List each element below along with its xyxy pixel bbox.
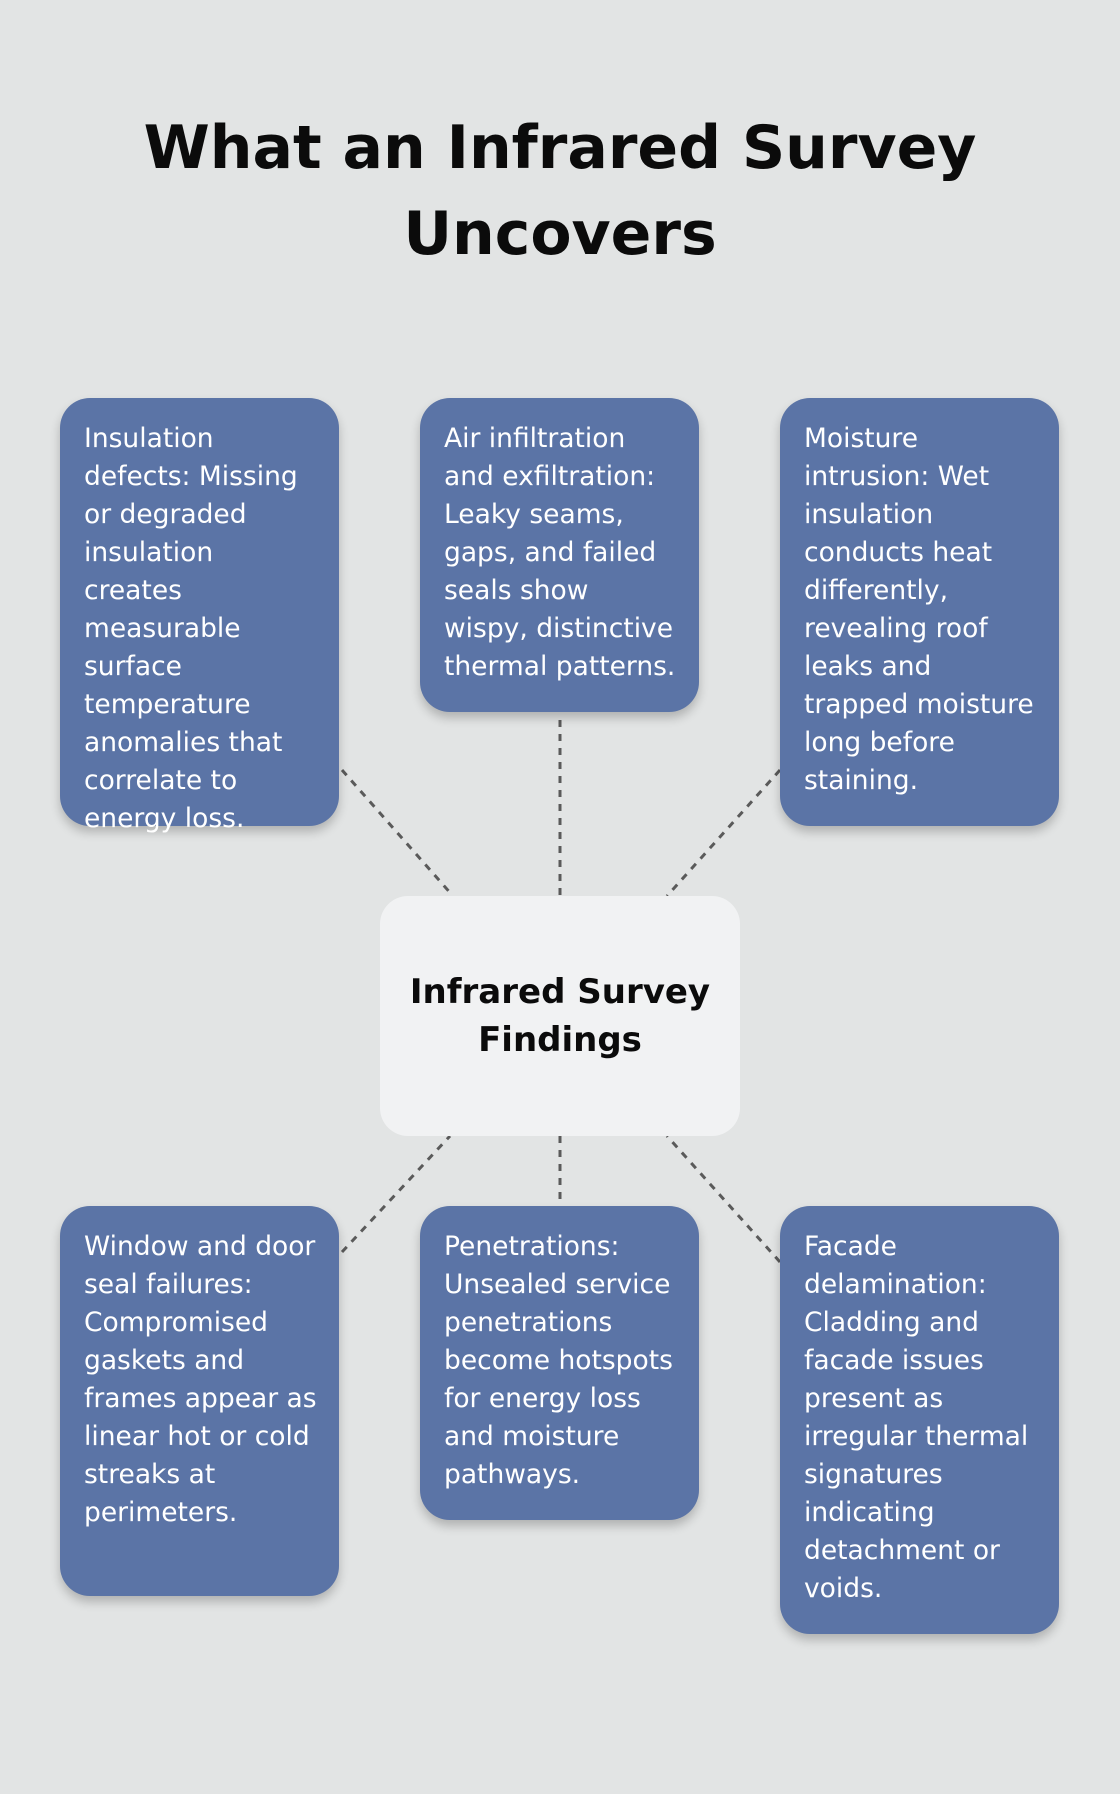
center-node: Infrared Survey Findings	[380, 896, 740, 1136]
finding-card-penetrations: Penetrations: Unsealed service penetrati…	[420, 1206, 699, 1520]
connector-facade	[665, 1134, 782, 1264]
finding-card-insulation: Insulation defects: Missing or degraded …	[60, 398, 339, 834]
connector-moisture	[665, 768, 782, 898]
finding-card-moisture: Moisture intrusion: Wet insulation condu…	[780, 398, 1059, 826]
diagram-title: What an Infrared Survey Uncovers	[143, 113, 977, 269]
center-node-label: Infrared Survey Findings	[409, 972, 711, 1060]
connector-window	[340, 1134, 452, 1254]
finding-card-window-door: Window and door seal failures: Compromis…	[60, 1206, 339, 1596]
finding-card-air-infiltration: Air infiltration and exfiltration: Leaky…	[420, 398, 699, 712]
connector-insulation	[340, 769, 455, 897]
finding-card-facade: Facade delamination: Cladding and facade…	[780, 1206, 1059, 1634]
